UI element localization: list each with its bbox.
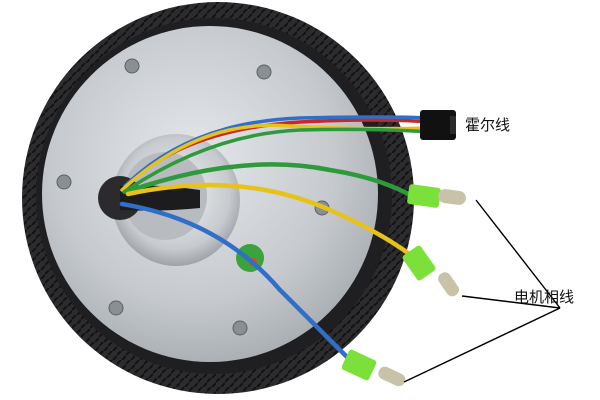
phase-connector-1 <box>407 184 466 208</box>
pointer-line <box>475 199 561 309</box>
hall-wire-label: 霍尔线 <box>465 116 511 134</box>
wire-blue-hall <box>123 115 432 188</box>
pointer-line <box>403 307 561 383</box>
screw <box>232 320 248 336</box>
screw <box>256 64 272 80</box>
wire-yellow-phase <box>125 182 415 259</box>
wire-green-hall <box>122 127 432 194</box>
wire-green-phase <box>123 162 415 199</box>
pointer-lines <box>403 199 561 383</box>
screw <box>124 58 140 74</box>
screw <box>56 174 72 190</box>
hall-connector-face <box>450 116 456 134</box>
phase-connector-2 <box>402 245 460 297</box>
pointer-line <box>461 295 561 309</box>
screw <box>108 300 124 316</box>
motor-phase-wires-label: 电机相线 <box>514 288 575 306</box>
hall-connector <box>420 110 456 140</box>
wire-blue-phase <box>119 201 353 363</box>
phase-connector-3 <box>341 349 406 387</box>
